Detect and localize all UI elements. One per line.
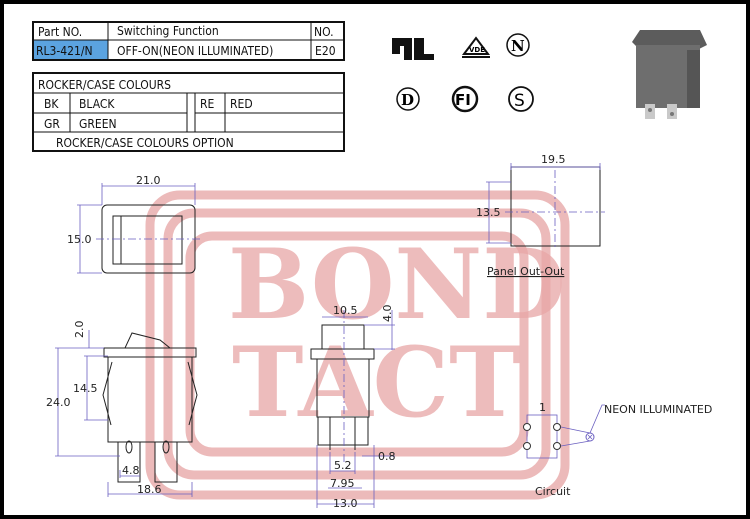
colour-name: RED [230, 97, 253, 111]
s-mark-icon: S [508, 86, 534, 112]
drawing-sheet: BOND TACT Part NO. Switching Function NO… [4, 4, 746, 515]
d-mark-icon: D [396, 87, 420, 111]
dim-base-width: 18.6 [137, 483, 162, 496]
circuit-diagram: 1 NEON ILLUMINATED Circuit [523, 401, 712, 498]
colour-table-footer: ROCKER/CASE COLOURS OPTION [56, 136, 234, 150]
fi-mark-icon: FI [451, 85, 479, 113]
header-no: NO. [314, 25, 334, 39]
dim-total-height: 24.0 [46, 396, 71, 409]
colour-table: ROCKER/CASE COLOURS BK BLACK RE RED GR G… [32, 72, 345, 152]
colour-name: GREEN [79, 117, 117, 131]
vde-mark-text: VDE [469, 46, 485, 54]
dim-front-top-width: 10.5 [333, 304, 358, 317]
colour-code: BK [44, 97, 59, 111]
dim-rocker-height: 2.0 [73, 321, 86, 339]
part-no-value: RL3-421/N [36, 44, 93, 58]
watermark: BOND TACT [145, 190, 570, 500]
product-image [632, 30, 707, 119]
dim-pin-outer: 7.95 [330, 477, 355, 490]
dim-panel-height: 13.5 [476, 206, 501, 219]
dim-panel-width: 19.5 [541, 153, 566, 166]
colour-table-title: ROCKER/CASE COLOURS [38, 78, 171, 92]
dim-top-width: 21.0 [136, 174, 161, 187]
colour-code: RE [200, 97, 215, 111]
d-mark-text: D [401, 91, 414, 109]
ul-mark-icon [392, 38, 434, 60]
colour-name: BLACK [79, 97, 115, 111]
dim-top-height: 15.0 [67, 233, 92, 246]
watermark-line2: TACT [232, 326, 521, 439]
side-view: 2.0 14.5 24.0 4.8 18.6 [46, 321, 198, 497]
dim-pin-spacing: 5.2 [334, 459, 352, 472]
dim-terminal-width: 4.8 [122, 464, 140, 477]
n-mark-icon: N [506, 33, 530, 57]
dim-pin-thickness: 0.8 [378, 450, 396, 463]
part-number-highlight [33, 40, 108, 59]
fi-mark-text: FI [455, 91, 471, 109]
panel-cutout-view: 19.5 13.5 Panel Out-Out [476, 153, 605, 278]
function-value: OFF-ON(NEON ILLUMINATED) [117, 44, 273, 58]
front-view: 10.5 4.0 0.8 5.2 7.95 13.0 [310, 304, 396, 510]
circuit-pin-label: 1 [539, 401, 546, 414]
vde-mark-icon: VDE [462, 36, 490, 58]
dim-front-width: 13.0 [333, 497, 358, 510]
part-table: Part NO. Switching Function NO. RL3-421/… [32, 21, 345, 61]
certification-marks: VDE N D FI S [392, 33, 534, 113]
circuit-lamp-label: NEON ILLUMINATED [604, 403, 712, 416]
dim-body-height: 14.5 [73, 382, 98, 395]
panel-cutout-label: Panel Out-Out [487, 265, 565, 278]
s-mark-text: S [514, 91, 525, 111]
circuit-title: Circuit [535, 485, 571, 498]
header-switching-function: Switching Function [117, 24, 219, 38]
n-mark-text: N [511, 37, 525, 55]
colour-code: GR [44, 117, 60, 131]
technical-drawing: BOND TACT Part NO. Switching Function NO… [32, 21, 712, 510]
header-part-no: Part NO. [38, 25, 82, 39]
dim-front-top-height: 4.0 [381, 305, 394, 323]
no-value: E20 [315, 44, 336, 58]
watermark-line1: BOND [228, 228, 566, 341]
top-view: 21.0 15.0 [67, 174, 200, 274]
